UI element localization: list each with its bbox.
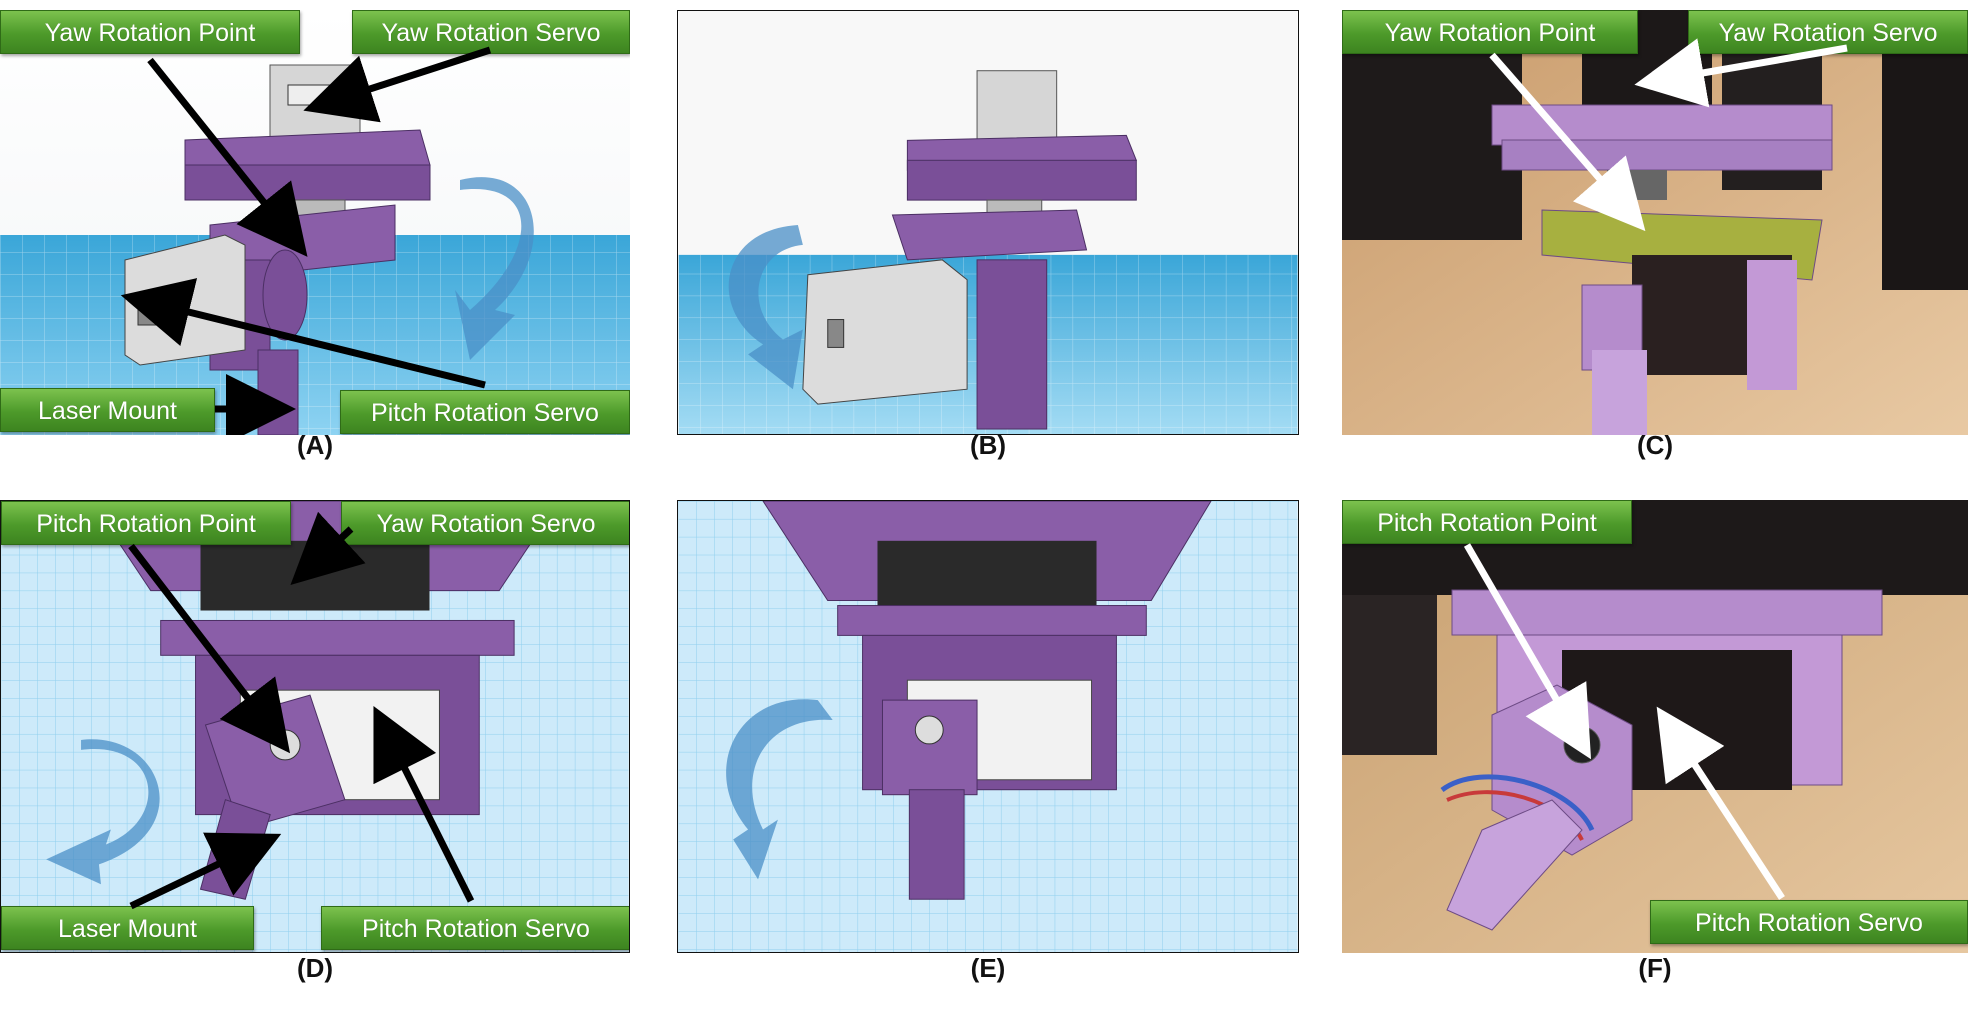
pitch-rotation-servo-label: Pitch Rotation Servo bbox=[321, 906, 629, 950]
pitch-rotation-servo-label: Pitch Rotation Servo bbox=[1650, 900, 1968, 944]
panel-c: Yaw Rotation Point Yaw Rotation Servo bbox=[1342, 10, 1968, 435]
panel-f: Pitch Rotation Point Pitch Rotation Serv… bbox=[1342, 500, 1968, 953]
caption-f: (F) bbox=[1638, 953, 1672, 983]
panel-e bbox=[677, 500, 1299, 953]
caption-a: (A) bbox=[296, 430, 334, 460]
panel-f-photo bbox=[1342, 500, 1968, 953]
panel-b-render bbox=[678, 11, 1298, 434]
panel-b bbox=[677, 10, 1299, 435]
panel-a: Yaw Rotation Point Yaw Rotation Servo La… bbox=[0, 10, 630, 435]
caption-b: (B) bbox=[969, 430, 1007, 460]
caption-c: (C) bbox=[1636, 430, 1674, 460]
yaw-rotation-servo-label: Yaw Rotation Servo bbox=[352, 10, 630, 54]
panel-d-render bbox=[1, 501, 629, 952]
panel-a-render bbox=[0, 10, 630, 435]
yaw-rotation-point-label: Yaw Rotation Point bbox=[1342, 10, 1638, 54]
yaw-rotation-servo-label: Yaw Rotation Servo bbox=[1688, 10, 1968, 54]
panel-d: Pitch Rotation Point Yaw Rotation Servo … bbox=[0, 500, 630, 953]
panel-e-render bbox=[678, 501, 1298, 952]
pitch-rotation-point-label: Pitch Rotation Point bbox=[1342, 500, 1632, 544]
yaw-rotation-point-label: Yaw Rotation Point bbox=[0, 10, 300, 54]
pitch-rotation-servo-label: Pitch Rotation Servo bbox=[340, 390, 630, 434]
yaw-rotation-servo-label: Yaw Rotation Servo bbox=[341, 501, 629, 545]
pitch-rotation-point-label: Pitch Rotation Point bbox=[1, 501, 291, 545]
laser-mount-label: Laser Mount bbox=[0, 388, 215, 432]
panel-c-photo bbox=[1342, 10, 1968, 435]
laser-mount-label: Laser Mount bbox=[1, 906, 254, 950]
caption-d: (D) bbox=[296, 953, 334, 983]
caption-e: (E) bbox=[970, 953, 1006, 983]
